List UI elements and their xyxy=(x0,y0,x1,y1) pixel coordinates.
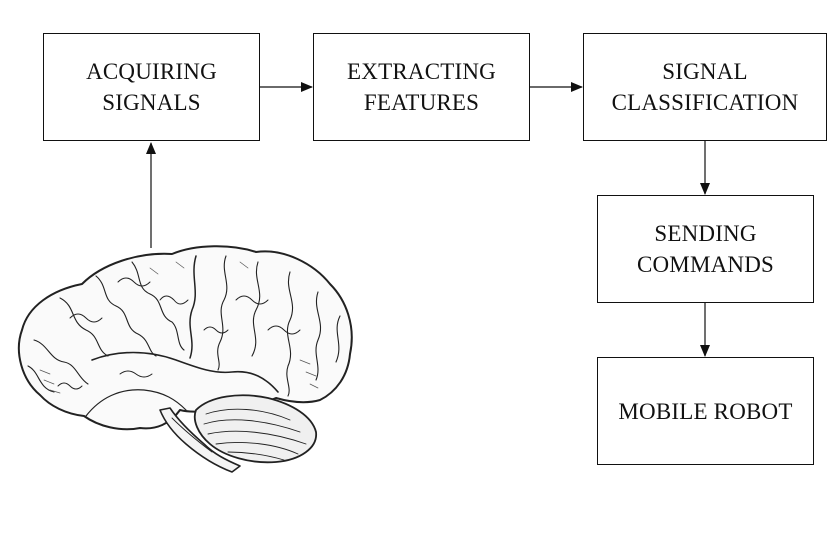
node-signal-classification-line-2: CLASSIFICATION xyxy=(611,90,799,115)
node-acquiring-signals: ACQUIRING SIGNALS xyxy=(43,33,260,141)
node-extracting-features-line-1: EXTRACTING xyxy=(347,59,496,84)
node-signal-classification: SIGNAL CLASSIFICATION xyxy=(583,33,827,141)
node-sending-commands: SENDING COMMANDS xyxy=(597,195,814,303)
node-sending-commands-line-1: SENDING xyxy=(654,221,757,246)
node-mobile-robot-line-1: MOBILE ROBOT xyxy=(618,398,793,424)
node-mobile-robot: MOBILE ROBOT xyxy=(597,357,814,465)
node-acquiring-signals-line-2: SIGNALS xyxy=(102,90,201,115)
node-sending-commands-line-2: COMMANDS xyxy=(636,252,775,277)
node-extracting-features: EXTRACTING FEATURES xyxy=(313,33,530,141)
node-acquiring-signals-line-1: ACQUIRING xyxy=(86,59,217,84)
node-signal-classification-line-1: SIGNAL xyxy=(662,59,748,84)
node-extracting-features-line-2: FEATURES xyxy=(363,90,480,115)
